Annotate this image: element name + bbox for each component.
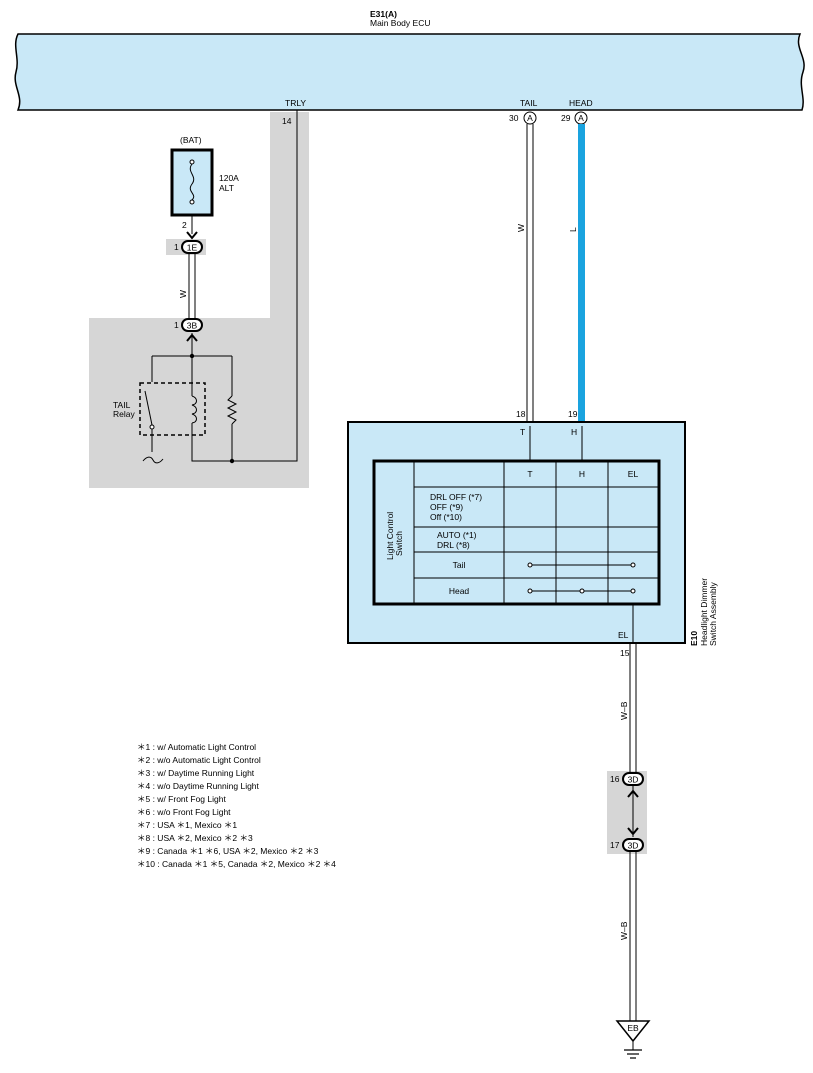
head-wire (578, 124, 585, 422)
note-4: ＊4 : w/o Daytime Running Light (137, 781, 260, 791)
tail-position-contacts (527, 562, 636, 568)
relay-gray-zone (89, 318, 309, 488)
fuse-rating: 120A (219, 173, 239, 183)
switch-row-4-label: Head (449, 586, 470, 596)
svg-text:3D: 3D (628, 841, 639, 851)
tail-wire-color: W (516, 224, 526, 232)
ecu-pin-num-trly: 14 (282, 116, 292, 126)
connector-3d-bottom-pin: 17 (610, 840, 620, 850)
connector-1e-pin: 1 (174, 242, 179, 252)
switch-row-1-line-3: Off (*10) (430, 512, 462, 522)
switch-assembly-name-1: Headlight Dimmer (699, 578, 709, 646)
relay-coil-icon (191, 356, 232, 462)
switch-pin-num-t: 18 (516, 409, 526, 419)
bat-wire-color: W (178, 290, 188, 298)
ecu-pin-label-trly: TRLY (285, 98, 306, 108)
relay-dashed-box (139, 382, 206, 436)
trly-gray-zone (270, 112, 309, 322)
notes-list: ＊1 : w/ Automatic Light Control ＊2 : w/o… (137, 742, 336, 869)
svg-text:3D: 3D (628, 775, 639, 785)
ecu-pin-num-head: 29 (561, 113, 571, 123)
note-6: ＊6 : w/o Front Fog Light (137, 807, 231, 817)
switch-row-2-line-2: DRL (*8) (437, 540, 470, 550)
relay-switch-icon (142, 390, 164, 464)
svg-text:A: A (578, 113, 584, 123)
note-7: ＊7 : USA ＊1, Mexico ＊1 (137, 820, 237, 830)
relay-junction-bottom (229, 458, 235, 464)
connector-3b-pin: 1 (174, 320, 179, 330)
switch-term-h: H (571, 427, 577, 437)
relay-name: TAIL (113, 400, 131, 410)
ecu-code: E31(A) (370, 9, 397, 19)
switch-table-header-el: EL (628, 469, 639, 479)
connector-3d-bottom-chevron (627, 827, 639, 836)
note-2: ＊2 : w/o Automatic Light Control (137, 755, 261, 765)
switch-term-t: T (520, 427, 525, 437)
switch-table-side-label-2: Switch (394, 531, 404, 556)
ecu-body (14, 33, 805, 111)
trly-wire (232, 110, 298, 462)
ecu-pin-label-head: HEAD (569, 98, 593, 108)
ground-symbol-icon (624, 1041, 642, 1059)
fuse-out-chevron (186, 231, 198, 240)
ground-wire-lower-color: W–B (619, 921, 629, 940)
switch-pin-num-h: 19 (568, 409, 578, 419)
switch-el-label: EL (618, 630, 629, 640)
ecu-pin-num-tail: 30 (509, 113, 519, 123)
switch-assembly-box (347, 421, 686, 644)
connector-3b: 3B (181, 318, 203, 332)
note-3: ＊3 : w/ Daytime Running Light (137, 768, 255, 778)
connector-3d-top-pin: 16 (610, 774, 620, 784)
ecu-pin-a-head-connector: A (574, 111, 588, 125)
svg-text:3B: 3B (187, 321, 198, 331)
connector-3d-bottom: 3D (622, 838, 644, 852)
note-9: ＊9 : Canada ＊1 ＊6, USA ＊2, Mexico ＊2 ＊3 (137, 846, 319, 856)
head-wire-color: L (568, 227, 578, 232)
switch-row-1-line-1: DRL OFF (*7) (430, 492, 482, 502)
switch-row-3-label: Tail (453, 560, 466, 570)
switch-row-2-line-1: AUTO (*1) (437, 530, 477, 540)
ecu-name: Main Body ECU (370, 18, 430, 28)
ground-wire-upper-color: W–B (619, 701, 629, 720)
fuse-name: ALT (219, 183, 234, 193)
ecu-pin-a-tail-connector: A (523, 111, 537, 125)
fuse-icon (189, 159, 195, 205)
relay-sub: Relay (113, 409, 135, 419)
head-position-contacts (527, 588, 636, 594)
switch-el-pin: 15 (620, 648, 630, 658)
note-1: ＊1 : w/ Automatic Light Control (137, 742, 256, 752)
note-5: ＊5 : w/ Front Fog Light (137, 794, 226, 804)
switch-table-header-h: H (579, 469, 585, 479)
svg-text:EB: EB (627, 1023, 639, 1033)
switch-table-header-t: T (527, 469, 532, 479)
switch-assembly-name-2: Switch Assembly (708, 581, 718, 646)
ground-point-eb: EB (615, 1020, 651, 1043)
note-10: ＊10 : Canada ＊1 ＊5, Canada ＊2, Mexico ＊2… (137, 859, 336, 869)
switch-table-side-label-1: Light Control (385, 512, 395, 560)
fuse-pin-num: 2 (182, 220, 187, 230)
battery-label: (BAT) (180, 135, 202, 145)
resistor-icon (226, 395, 238, 461)
svg-text:A: A (527, 113, 533, 123)
connector-3d-top: 3D (622, 772, 644, 786)
switch-table (372, 459, 661, 606)
switch-row-1-line-2: OFF (*9) (430, 502, 463, 512)
ecu-pin-label-tail: TAIL (520, 98, 538, 108)
connector-1e: 1E (181, 240, 203, 254)
note-8: ＊8 : USA ＊2, Mexico ＊2 ＊3 (137, 833, 253, 843)
svg-text:1E: 1E (187, 243, 198, 253)
switch-assembly-code: E10 (689, 631, 699, 646)
